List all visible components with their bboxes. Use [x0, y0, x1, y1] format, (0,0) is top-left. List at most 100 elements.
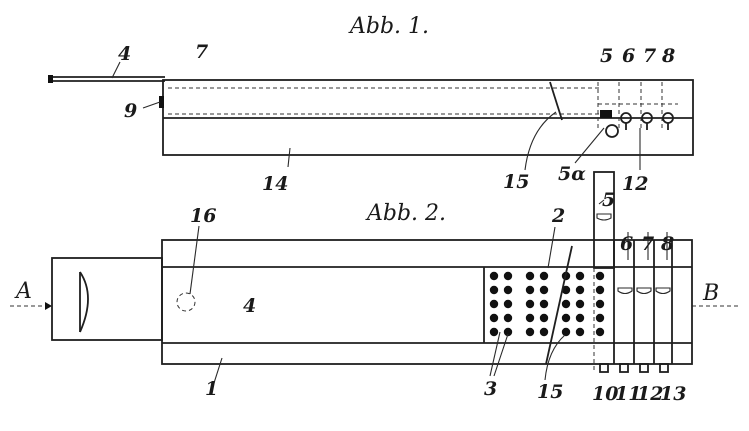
label-7b: 7 [643, 45, 656, 67]
perforations-3 [489, 271, 605, 337]
leader-3a [489, 331, 501, 377]
label-16: 16 [190, 205, 216, 227]
label-8: 8 [660, 233, 674, 255]
perforation-dot [525, 271, 535, 281]
chamber-7-window [636, 287, 652, 295]
perforation-dot [489, 313, 499, 323]
rod-4-knob [48, 75, 53, 83]
leader-4 [111, 61, 121, 79]
perforation-dot [503, 313, 513, 323]
label-4: 4 [243, 295, 256, 317]
label-6: 6 [622, 45, 635, 67]
leader-5 [598, 199, 605, 205]
label-10: 10 [592, 383, 618, 405]
perforation-dot [539, 299, 549, 309]
leader-16 [189, 225, 200, 295]
figure-2-caption: Abb. 2. [365, 201, 446, 226]
perforation-dot [575, 285, 585, 295]
figure-1-caption: Abb. 1. [348, 14, 429, 39]
label-1: 1 [205, 378, 218, 400]
leader-14 [287, 147, 291, 168]
perforation-dot [595, 299, 605, 309]
perforation-dot [489, 271, 499, 281]
label-11: 11 [615, 383, 641, 405]
perforation-dot [489, 285, 499, 295]
label-14: 14 [262, 173, 288, 195]
label-6: 6 [620, 233, 633, 255]
label-8: 8 [661, 45, 675, 67]
label-3: 3 [484, 378, 497, 400]
chamber-5-window [596, 213, 612, 221]
chamber-8-window [655, 287, 671, 295]
perforation-dot [539, 285, 549, 295]
perforation-dot [575, 299, 585, 309]
perforation-dot [575, 327, 585, 337]
perforation-dot [595, 271, 605, 281]
perforation-dot [503, 271, 513, 281]
label-5a: 5α [558, 163, 586, 185]
label-2: 2 [551, 205, 565, 227]
chambers-5-8 [597, 82, 678, 138]
perforation-dot [595, 313, 605, 323]
leader-15b [544, 334, 566, 381]
leader-5a [574, 127, 605, 164]
label-5: 5 [602, 189, 615, 211]
label-15: 15 [537, 381, 563, 403]
perforation-dot [503, 285, 513, 295]
label-13: 13 [660, 383, 686, 405]
perforation-dot [595, 327, 605, 337]
knob-12 [639, 363, 649, 373]
part-9-stop [159, 96, 164, 108]
perforation-dot [489, 299, 499, 309]
perforation-dot [539, 327, 549, 337]
label-A: A [14, 279, 32, 304]
label-15: 15 [503, 171, 529, 193]
perforation-dot [595, 285, 605, 295]
perforation-dot [561, 285, 571, 295]
perforation-dot [525, 313, 535, 323]
chamber-5-raised [593, 171, 615, 269]
label-B: B [702, 281, 719, 306]
perforation-dot [489, 327, 499, 337]
chamber-6-window [617, 287, 633, 295]
leader-15 [524, 111, 557, 171]
knob-10 [599, 363, 609, 373]
lens [79, 271, 89, 333]
lens-tube [51, 257, 163, 341]
perforation-dot [561, 313, 571, 323]
label-9: 9 [124, 100, 137, 122]
slanted-plate-15 [549, 81, 563, 121]
perforation-dot [503, 327, 513, 337]
figure-1: Abb. 1. [48, 14, 694, 195]
leader-2 [547, 226, 556, 269]
label-12: 12 [637, 383, 663, 405]
perforation-dot [525, 299, 535, 309]
label-7: 7 [641, 233, 654, 255]
perforation-dot [575, 271, 585, 281]
label-4: 4 [118, 43, 131, 65]
figure-2: Abb. 2. [10, 171, 740, 405]
perforation-dot [539, 271, 549, 281]
knob-11 [619, 363, 629, 373]
hook-5a [605, 124, 619, 138]
perforation-dot [561, 299, 571, 309]
leader-9 [142, 101, 161, 109]
perforation-dot [525, 327, 535, 337]
perforation-dot [561, 327, 571, 337]
label-5: 5 [600, 45, 613, 67]
leader-3b [493, 333, 509, 377]
body-outline [161, 239, 693, 365]
knob-5a [600, 110, 612, 118]
axis-arrow [45, 302, 52, 310]
perforation-dot [539, 313, 549, 323]
leader-1 [213, 357, 223, 384]
perforation-dot [503, 299, 513, 309]
perforation-dot [525, 285, 535, 295]
pin-16 [176, 292, 196, 312]
label-7: 7 [195, 41, 208, 63]
slanted-plate-15b [545, 245, 573, 365]
label-12: 12 [622, 173, 648, 195]
knob-13 [659, 363, 669, 373]
